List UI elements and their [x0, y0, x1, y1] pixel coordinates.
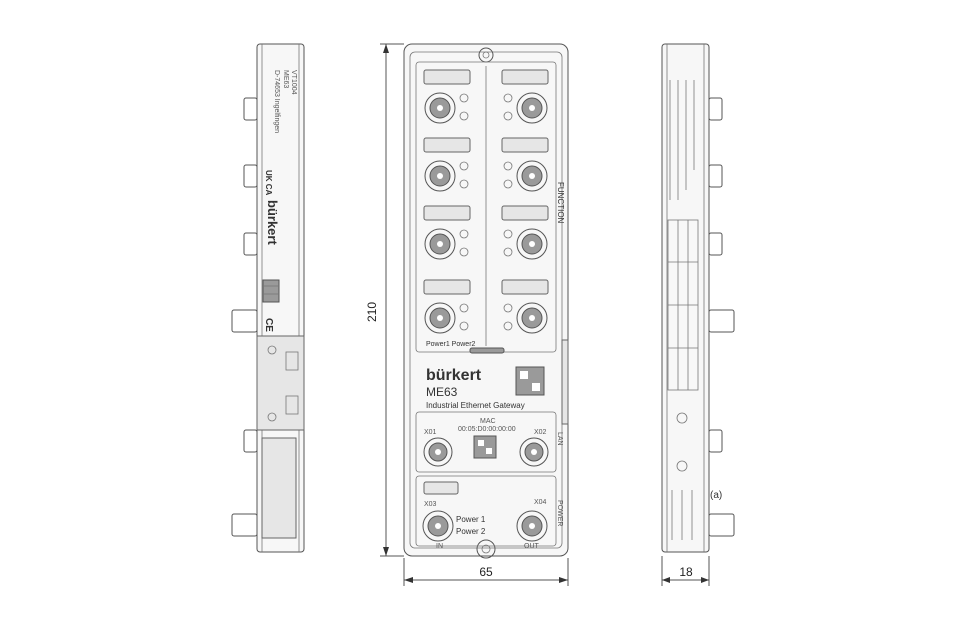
power-2-label: Power 2: [456, 527, 486, 536]
lan-section: [415, 411, 557, 473]
width-value: 65: [479, 565, 493, 579]
left-ukca: UK CA: [264, 170, 273, 196]
mac-value: 00:05:D0:00:00:00: [458, 426, 516, 433]
io-port-8: [501, 279, 549, 334]
depth-value: 18: [679, 565, 693, 579]
height-value: 210: [365, 302, 379, 322]
function-label: FUNCTION: [556, 182, 565, 224]
front-clamp: [561, 339, 569, 425]
front-description: Industrial Ethernet Gateway: [426, 401, 525, 410]
io-port-6: [501, 205, 549, 260]
io-port-7: [423, 279, 471, 334]
bottom-mount-hole: [476, 539, 496, 559]
callout-a: (a): [710, 490, 722, 501]
width-dimension: 65: [403, 558, 569, 586]
lan-port-x02: [519, 437, 549, 467]
left-side-view: bürkert UK CA CE D-74653 Ingelfingen ME6…: [231, 43, 305, 553]
left-text-1: D-74653 Ingelfingen: [273, 70, 280, 133]
io-port-group: [423, 69, 549, 334]
label-area: [261, 437, 297, 539]
left-brand: bürkert: [265, 200, 280, 245]
mac-label: MAC: [480, 418, 496, 425]
hatched-symbol: [262, 279, 280, 303]
in-label: IN: [436, 543, 443, 550]
power-side-label: POWER: [556, 500, 563, 526]
io-port-2: [501, 69, 549, 124]
qr-code-mac: [473, 435, 497, 459]
front-model: ME63: [426, 385, 458, 399]
right-body: [661, 43, 710, 553]
depth-dimension: 18: [661, 556, 710, 586]
lan-label: LAN: [556, 432, 563, 446]
left-text-3: VT1004: [290, 70, 297, 95]
height-dimension: 210: [365, 43, 404, 557]
io-port-5: [423, 205, 471, 260]
power-led-bar: [469, 347, 505, 354]
power-1-label: Power 1: [456, 515, 486, 524]
power-section: [415, 475, 557, 547]
io-port-4: [501, 137, 549, 192]
front-view: Power1 Power2 FUNCTION bürkert ME63 Indu…: [403, 43, 569, 559]
left-text-2: ME63: [282, 70, 289, 88]
power-port-in: [422, 510, 454, 542]
port-x01-label: X01: [424, 429, 437, 436]
front-brand: bürkert: [426, 367, 482, 384]
io-port-3: [423, 137, 471, 192]
power-port-out: [516, 510, 548, 542]
out-label: OUT: [524, 543, 540, 550]
port-x04-label: X04: [534, 499, 547, 506]
port-x02-label: X02: [534, 429, 547, 436]
io-port-1: [423, 69, 471, 124]
lan-port-x01: [423, 437, 453, 467]
port-x03-label: X03: [424, 501, 437, 508]
left-clamp-upper: [256, 335, 305, 431]
left-ce: CE: [263, 318, 274, 332]
power-leds-label: Power1 Power2: [426, 341, 476, 348]
right-side-view: (a): [661, 43, 735, 553]
